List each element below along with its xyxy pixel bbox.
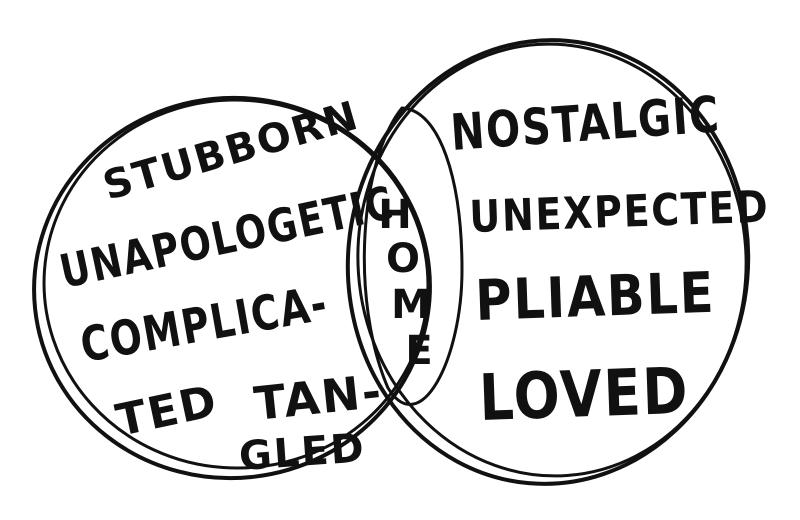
center-letter-2: O xyxy=(386,236,422,282)
left-circle xyxy=(32,95,432,481)
center-word: H O M E xyxy=(378,192,434,374)
left-word-4: TED xyxy=(112,376,223,447)
right-circle xyxy=(345,38,751,486)
left-word-6: GLED xyxy=(237,425,367,480)
right-word-3: PLIABLE xyxy=(474,261,716,334)
left-word-3: COMPLICA- xyxy=(76,275,332,374)
center-letter-1: H xyxy=(378,192,413,238)
center-letter-3: M xyxy=(391,282,433,328)
overlap-outline xyxy=(362,106,464,406)
center-letter-4: E xyxy=(405,328,434,374)
right-word-4: LOVED xyxy=(478,355,690,436)
left-word-5: TAN- xyxy=(252,364,386,431)
right-word-2: UNEXPECTED xyxy=(469,182,771,243)
right-word-1: NOSTALGIC xyxy=(449,85,722,162)
